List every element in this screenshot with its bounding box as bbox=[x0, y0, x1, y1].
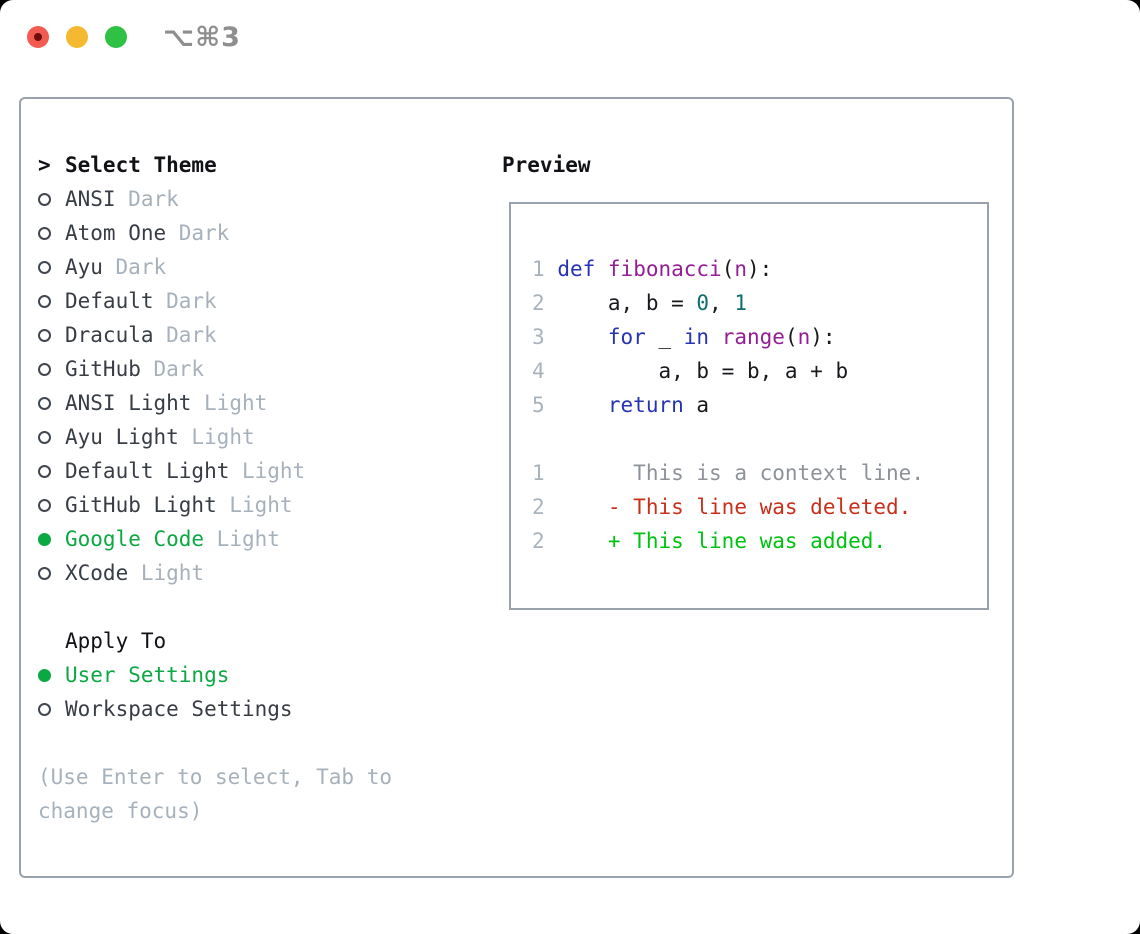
radio-icon bbox=[38, 294, 51, 308]
theme-option-ayu-light[interactable]: Ayu Light Light bbox=[38, 420, 458, 454]
title-bar: ⌥⌘3 bbox=[0, 0, 1140, 97]
theme-option-github-light[interactable]: GitHub Light Light bbox=[38, 488, 458, 522]
theme-option-ansi-light[interactable]: ANSI Light Light bbox=[38, 386, 458, 420]
item-variant-label: Dark bbox=[178, 221, 230, 245]
item-label: Google Code bbox=[65, 527, 205, 551]
radio-icon bbox=[38, 362, 51, 376]
theme-option-github[interactable]: GitHub Dark bbox=[38, 352, 458, 386]
item-label: Dracula bbox=[65, 323, 154, 347]
item-label: Ayu Light bbox=[65, 425, 179, 449]
item-variant-label: Dark bbox=[153, 357, 205, 381]
code-line: 1 def fibonacci(n): bbox=[532, 257, 773, 281]
apply-to-list: User Settings Workspace Settings bbox=[38, 658, 458, 726]
preview-pane: 1 def fibonacci(n): 2 a, b = 0, 1 3 for _ … bbox=[509, 202, 989, 610]
unsaved-changes-dot bbox=[34, 33, 42, 41]
window-title: ⌥⌘3 bbox=[163, 21, 241, 53]
diff-line: 1 This is a context line. bbox=[532, 461, 924, 485]
theme-option-ansi[interactable]: ANSI Dark bbox=[38, 182, 458, 216]
minimize-button[interactable] bbox=[66, 26, 88, 48]
theme-option-default[interactable]: Default Dark bbox=[38, 284, 458, 318]
item-variant-label: Dark bbox=[115, 255, 167, 279]
item-variant-label: Light bbox=[229, 493, 293, 517]
item-label: GitHub bbox=[65, 357, 141, 381]
radio-icon bbox=[38, 226, 51, 240]
radio-icon bbox=[38, 566, 51, 580]
code-line: 2 a, b = 0, 1 bbox=[532, 291, 747, 315]
item-variant-label: Light bbox=[241, 459, 306, 483]
item-variant-label: Dark bbox=[128, 187, 179, 211]
radio-icon bbox=[38, 464, 51, 478]
radio-icon bbox=[38, 668, 51, 682]
item-variant-label: Dark bbox=[166, 323, 217, 347]
radio-icon bbox=[38, 702, 51, 716]
section-gap bbox=[38, 590, 458, 624]
item-label: Workspace Settings bbox=[65, 697, 293, 721]
item-label: ANSI bbox=[65, 187, 116, 211]
theme-option-default-light[interactable]: Default Light Light bbox=[38, 454, 458, 488]
apply-option-user-settings[interactable]: User Settings bbox=[38, 658, 458, 692]
close-button[interactable] bbox=[27, 26, 49, 48]
theme-option-dracula[interactable]: Dracula Dark bbox=[38, 318, 458, 352]
select-theme-header: > Select Theme bbox=[38, 148, 458, 182]
code-line: 5 return a bbox=[532, 393, 710, 417]
apply-option-workspace-settings[interactable]: Workspace Settings bbox=[38, 692, 458, 726]
preview-title: Preview bbox=[502, 153, 591, 177]
code-line: 3 for _ in range(n): bbox=[532, 325, 836, 349]
item-label: XCode bbox=[65, 561, 129, 585]
preview-header: Preview bbox=[502, 148, 591, 182]
apply-to-title: Apply To bbox=[65, 629, 167, 653]
item-variant-label: Light bbox=[216, 527, 280, 551]
item-label: Default Light bbox=[65, 459, 230, 483]
theme-option-google-code[interactable]: Google Code Light bbox=[38, 522, 458, 556]
item-variant-label: Light bbox=[204, 391, 268, 415]
item-label: ANSI Light bbox=[65, 391, 192, 415]
zoom-button[interactable] bbox=[105, 26, 127, 48]
item-label: GitHub Light bbox=[65, 493, 217, 517]
theme-selector-panel: > Select Theme ANSI Dark Atom One Dark A… bbox=[19, 97, 1014, 878]
select-theme-title: Select Theme bbox=[65, 153, 217, 177]
theme-option-xcode[interactable]: XCode Light bbox=[38, 556, 458, 590]
selection-cursor: > bbox=[38, 153, 51, 177]
item-variant-label: Light bbox=[140, 561, 205, 585]
theme-option-atom-one[interactable]: Atom One Dark bbox=[38, 216, 458, 250]
diff-line: 2 - This line was deleted. bbox=[532, 495, 912, 519]
item-label: Atom One bbox=[65, 221, 167, 245]
radio-icon bbox=[38, 498, 51, 512]
diff-sample: 1 This is a context line. 2 - This line w… bbox=[532, 456, 987, 558]
item-label: Ayu bbox=[65, 255, 103, 279]
radio-icon bbox=[38, 328, 51, 342]
theme-list: ANSI Dark Atom One Dark Ayu Dark Default… bbox=[38, 182, 458, 590]
help-text: (Use Enter to select, Tab to change focu… bbox=[38, 765, 405, 823]
theme-option-ayu[interactable]: Ayu Dark bbox=[38, 250, 458, 284]
diff-line: 2 + This line was added. bbox=[532, 529, 887, 553]
radio-icon bbox=[38, 532, 51, 546]
radio-icon bbox=[38, 430, 51, 444]
apply-to-header: Apply To bbox=[38, 624, 458, 658]
item-variant-label: Light bbox=[191, 425, 255, 449]
blank-line bbox=[532, 422, 987, 456]
code-sample: 1 def fibonacci(n): 2 a, b = 0, 1 3 for _ … bbox=[532, 252, 987, 422]
radio-icon bbox=[38, 192, 51, 206]
theme-list-column: > Select Theme ANSI Dark Atom One Dark A… bbox=[38, 148, 458, 828]
radio-icon bbox=[38, 260, 51, 274]
code-line: 4 a, b = b, a + b bbox=[532, 359, 849, 383]
item-variant-label: Dark bbox=[166, 289, 217, 313]
item-label: User Settings bbox=[65, 663, 230, 687]
item-label: Default bbox=[65, 289, 154, 313]
radio-icon bbox=[38, 396, 51, 410]
section-gap bbox=[38, 726, 458, 760]
